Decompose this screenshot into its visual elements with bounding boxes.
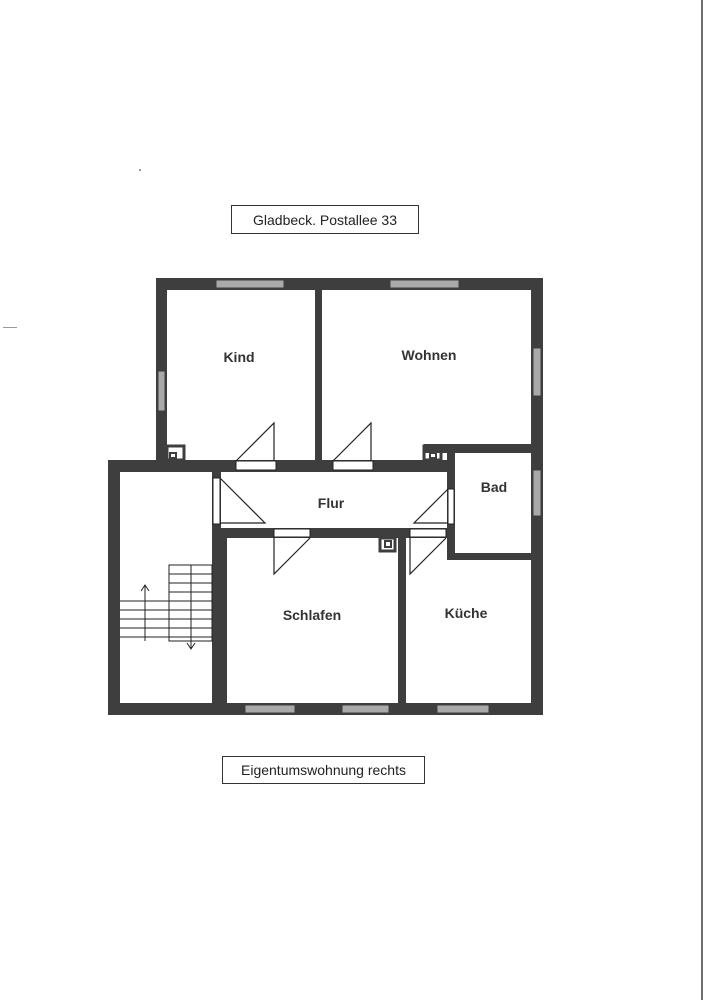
chimney-shaft-wohnen [429, 452, 437, 459]
window-wohnen-right [532, 347, 542, 397]
wall-schlafen-kueche [398, 538, 406, 703]
apartment-caption: Eigentumswohnung rechts [241, 762, 406, 778]
staircase [120, 564, 213, 650]
chimney-shaft-kind [169, 452, 177, 459]
chimney-frame-wohnen [422, 444, 443, 462]
chimney-frames [165, 444, 443, 553]
chimney-shaft-schlafen [384, 540, 392, 548]
door-swing-bad [412, 488, 449, 524]
address-title: Gladbeck. Postallee 33 [253, 211, 397, 228]
door-openings [212, 460, 455, 538]
page-edge [701, 0, 703, 1000]
door-swing-schlafen [273, 537, 311, 576]
chimney-frame-kind [165, 444, 186, 462]
scan-dot [139, 169, 141, 171]
wall-top [156, 278, 543, 290]
room-label-kind: Kind [223, 349, 254, 365]
windows [157, 279, 542, 714]
window-schlafen-bottom-1 [244, 704, 296, 714]
door-swing-kind [235, 421, 275, 462]
window-schlafen-bottom-2 [341, 704, 390, 714]
door-swing-stair [219, 477, 267, 524]
room-label-wohnen: Wohnen [402, 347, 457, 363]
door-swing-wohnen [332, 421, 372, 462]
wall-bad-bottom [447, 553, 531, 560]
door-swings [219, 421, 449, 576]
window-kind-top [215, 279, 285, 289]
door-opening-kueche [409, 528, 447, 538]
door-opening-stair [212, 477, 221, 525]
room-label-kueche: Küche [445, 605, 488, 621]
chimney-shafts [169, 452, 437, 548]
wall-wohnen-bottom [424, 444, 531, 453]
scan-mark [3, 327, 17, 328]
interior-walls [167, 290, 531, 715]
stair-arrow-up-head [140, 584, 150, 592]
stair-arrow-down-head [186, 642, 196, 650]
door-opening-wohnen [332, 460, 374, 471]
chimney-frame-schlafen [378, 536, 397, 553]
wall-schlafen-left [221, 538, 227, 703]
room-label-bad: Bad [481, 479, 507, 495]
door-opening-bad [447, 488, 455, 525]
door-swing-kueche [409, 537, 447, 576]
room-label-schlafen: Schlafen [283, 607, 341, 623]
window-bad-right [532, 469, 542, 517]
window-wohnen-top [389, 279, 460, 289]
room-label-flur: Flur [318, 495, 345, 511]
wall-flur-bottom [212, 528, 455, 538]
window-kueche-bottom [436, 704, 490, 714]
caption-box: Eigentumswohnung rechts [222, 756, 425, 784]
wall-flur-top [167, 460, 455, 472]
door-opening-schlafen [273, 528, 311, 538]
wall-kind-wohnen [315, 290, 322, 468]
window-kind-left [157, 370, 166, 412]
wall-left-lower [108, 460, 120, 715]
door-opening-kind [235, 460, 277, 471]
address-title-box: Gladbeck. Postallee 33 [231, 205, 419, 234]
wall-stair-top [108, 460, 167, 472]
wall-stair-right [212, 472, 221, 715]
